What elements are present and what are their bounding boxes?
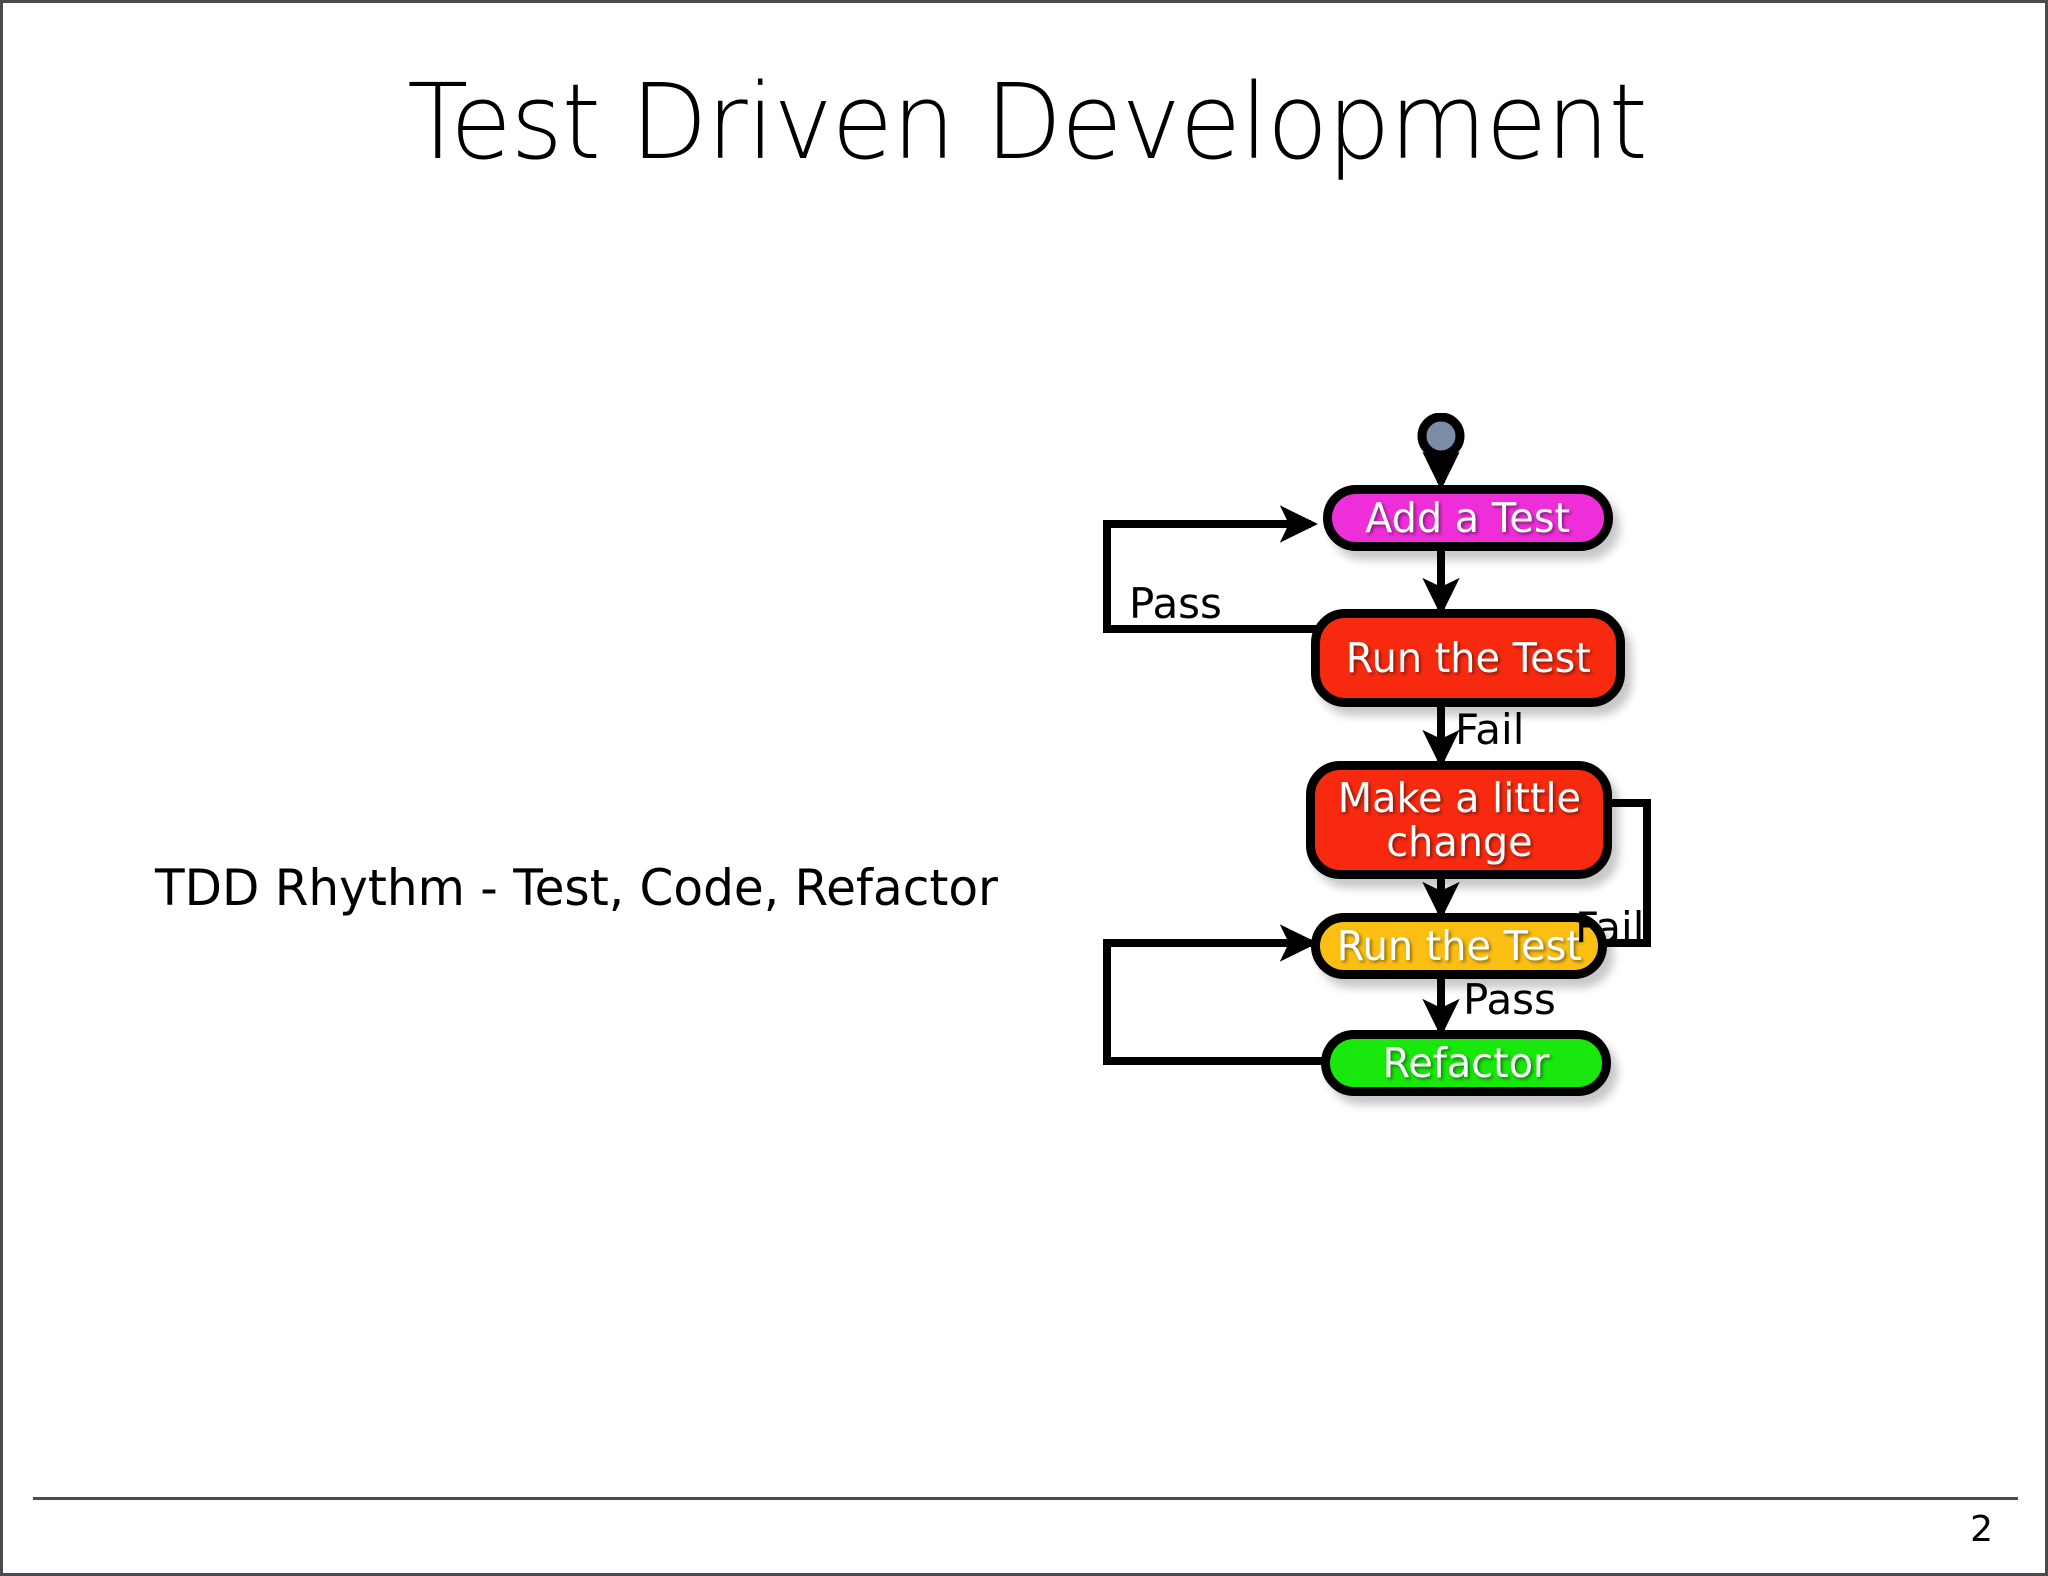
- node-make-a-little-change-label-line2: change: [1385, 818, 1533, 866]
- node-run-the-test-1-label: Run the Test: [1345, 633, 1591, 682]
- node-add-a-test-label: Add a Test: [1365, 493, 1571, 542]
- tdd-rhythm-caption: TDD Rhythm - Test, Code, Refactor: [155, 859, 999, 917]
- node-make-a-little-change-label-line1: Make a little: [1337, 773, 1581, 822]
- node-refactor[interactable]: Refactor: [1321, 1030, 1611, 1096]
- edge-label-fail-mid: Fail: [1455, 705, 1525, 754]
- edge-label-pass-bottom: Pass: [1463, 975, 1556, 1024]
- footer-divider: [33, 1497, 2018, 1500]
- node-make-a-little-change[interactable]: Make a little change: [1306, 761, 1612, 879]
- node-run-the-test-2-label: Run the Test: [1336, 921, 1582, 970]
- tdd-flowchart: Add a Test Run the Test Make a little ch…: [1093, 413, 1883, 1313]
- page-title: Test Driven Development: [407, 61, 1648, 183]
- node-refactor-label: Refactor: [1382, 1038, 1550, 1087]
- edge-label-pass-top: Pass: [1129, 579, 1222, 628]
- edge-label-fail-right: Fail: [1575, 903, 1645, 952]
- node-run-the-test-2[interactable]: Run the Test: [1311, 913, 1607, 979]
- node-run-the-test-1[interactable]: Run the Test: [1311, 609, 1625, 707]
- page-number: 2: [1970, 1509, 1993, 1550]
- node-add-a-test[interactable]: Add a Test: [1323, 485, 1613, 551]
